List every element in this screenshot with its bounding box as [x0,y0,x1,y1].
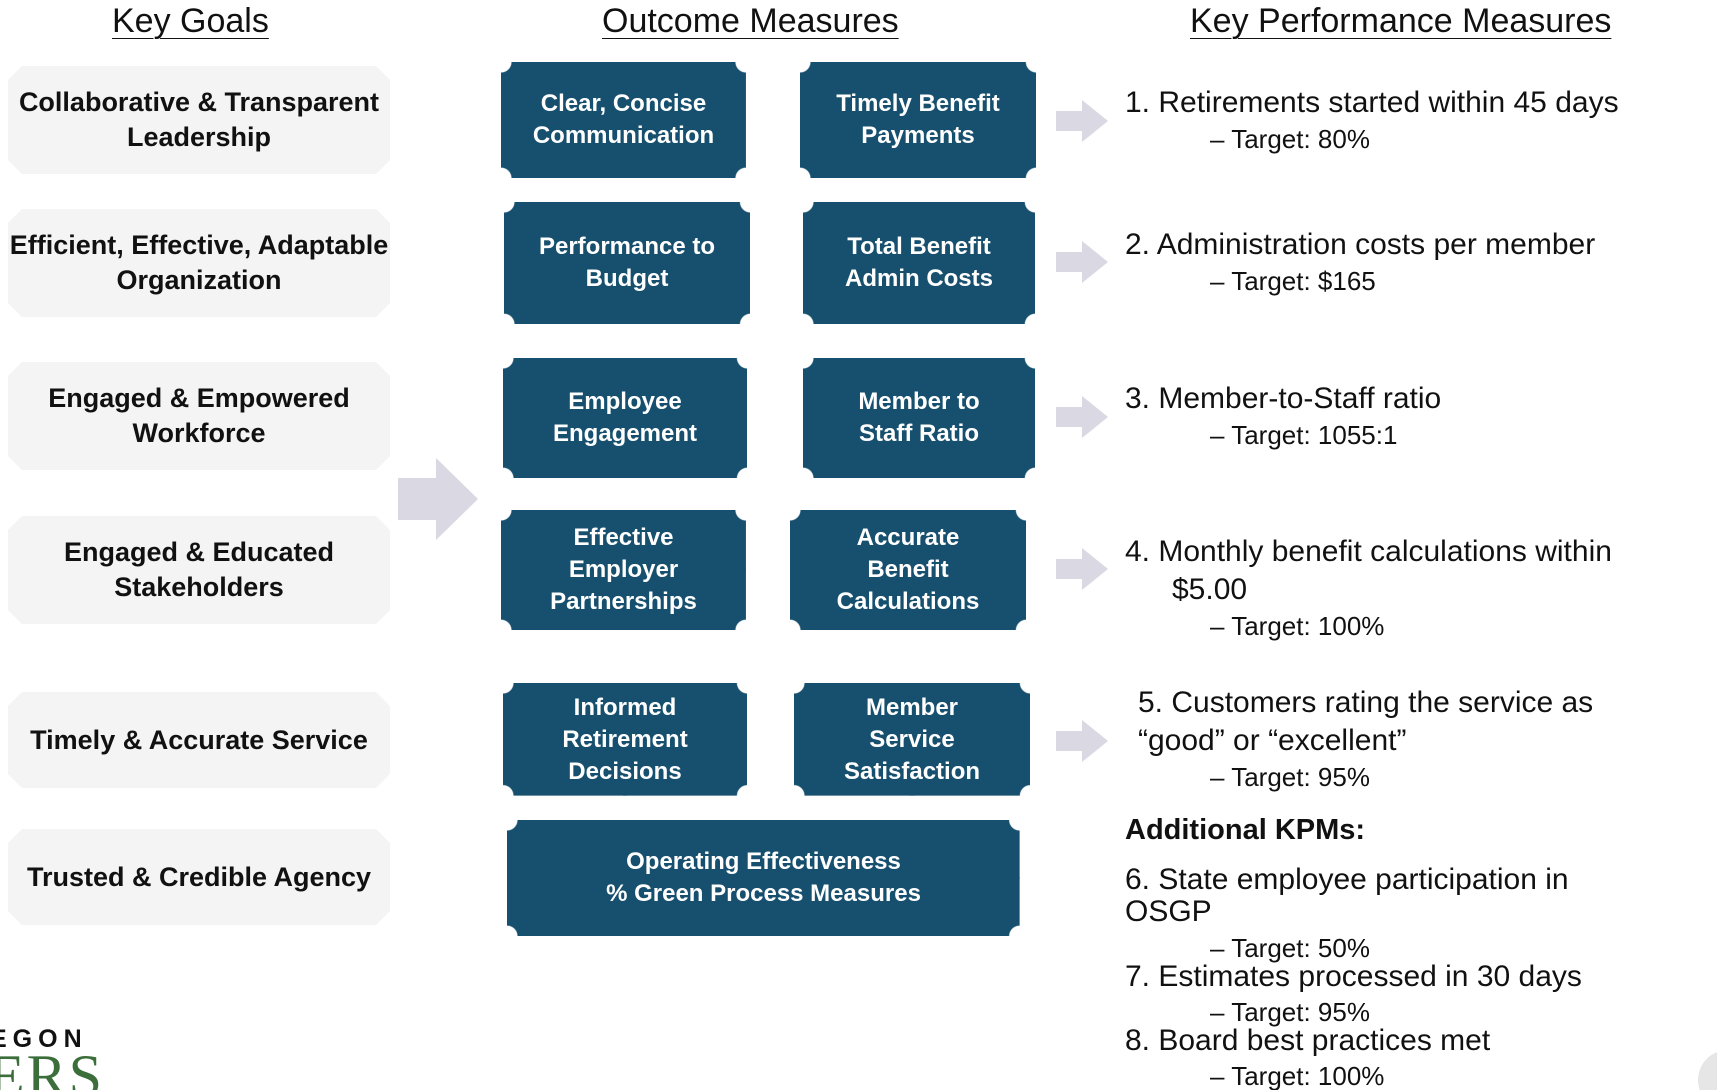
kpm-item: 3. Member-to-Staff ratio – Target: 1055:… [1125,380,1441,452]
outcome-box: Accurate Benefit Calculations [790,510,1026,630]
kpm-target: – Target: 95% [1210,997,1370,1027]
kpm-text: 4. Monthly benefit calculations within [1125,535,1612,568]
kpm-target: – Target: 100% [1210,611,1385,641]
logo: EGON ERS [0,1018,100,1090]
kpm-item: 7. Estimates processed in 30 days [1125,960,1582,993]
goal-box: Efficient, Effective, Adaptable Organiza… [8,209,390,317]
kpm-target: – Target: 1055:1 [1210,420,1398,450]
arrow-right-icon [1056,100,1108,142]
outcome-box: Operating Effectiveness % Green Process … [507,820,1020,936]
kpm-item: 4. Monthly benefit calculations within $… [1125,533,1612,643]
kpm-text: 6. State employee participation in [1125,863,1569,896]
kpm-item: 6. State employee participation in OSGP [1125,864,1569,928]
outcome-box: Total Benefit Admin Costs [803,202,1035,324]
kpm-target: – Target: $165 [1210,266,1376,296]
outcome-box: Clear, Concise Communication [501,62,746,178]
arrow-right-icon [1056,720,1108,762]
header-key-goals: Key Goals [112,2,269,40]
outcome-box: Effective Employer Partnerships [501,510,746,630]
goal-box: Trusted & Credible Agency [8,829,390,925]
kpm-item: 8. Board best practices met [1125,1024,1491,1057]
goal-box: Engaged & Empowered Workforce [8,362,390,470]
kpm-text-cont: “good” or “excellent” [1138,724,1407,757]
arrow-right-icon [1056,396,1108,438]
additional-kpms-title: Additional KPMs: [1125,814,1366,846]
kpm-text: 3. Member-to-Staff ratio [1125,382,1442,415]
kpm-text: 2. Administration costs per member [1125,228,1596,261]
kpm-target: – Target: 95% [1210,762,1370,792]
header-key-performance-measures: Key Performance Measures [1190,2,1612,40]
kpm-target: – Target: 50% [1210,933,1370,963]
kpm-target: – Target: 80% [1210,124,1370,154]
arrow-right-icon [398,458,478,540]
outcome-box: Member Service Satisfaction [794,683,1030,796]
kpm-item: 1. Retirements started within 45 days – … [1125,84,1619,156]
logo-top-text: EGON [0,1025,88,1053]
arrow-right-icon [1056,241,1108,283]
kpm-text: 5. Customers rating the service as [1138,686,1594,719]
kpm-text-cont: OSGP [1125,895,1212,928]
outcome-box: Performance to Budget [504,202,750,324]
outcome-box: Timely Benefit Payments [800,62,1036,178]
kpm-item: 2. Administration costs per member – Tar… [1125,226,1595,298]
kpm-target: – Target: 100% [1210,1061,1385,1090]
outcome-box: Employee Engagement [503,358,747,478]
kpm-item: 5. Customers rating the service as “good… [1138,684,1593,794]
goal-box: Timely & Accurate Service [8,692,390,788]
kpm-text: 1. Retirements started within 45 days [1125,86,1619,119]
outcome-box: Member to Staff Ratio [803,358,1035,478]
goal-box: Collaborative & Transparent Leadership [8,66,390,174]
goal-box: Engaged & Educated Stakeholders [8,516,390,624]
logo-bottom-text: ERS [0,1043,100,1090]
header-outcome-measures: Outcome Measures [602,2,899,40]
page-corner-circle [1698,1050,1717,1090]
kpm-text-cont: $5.00 [1172,573,1248,606]
arrow-right-icon [1056,548,1108,590]
outcome-box: Informed Retirement Decisions [503,683,747,796]
